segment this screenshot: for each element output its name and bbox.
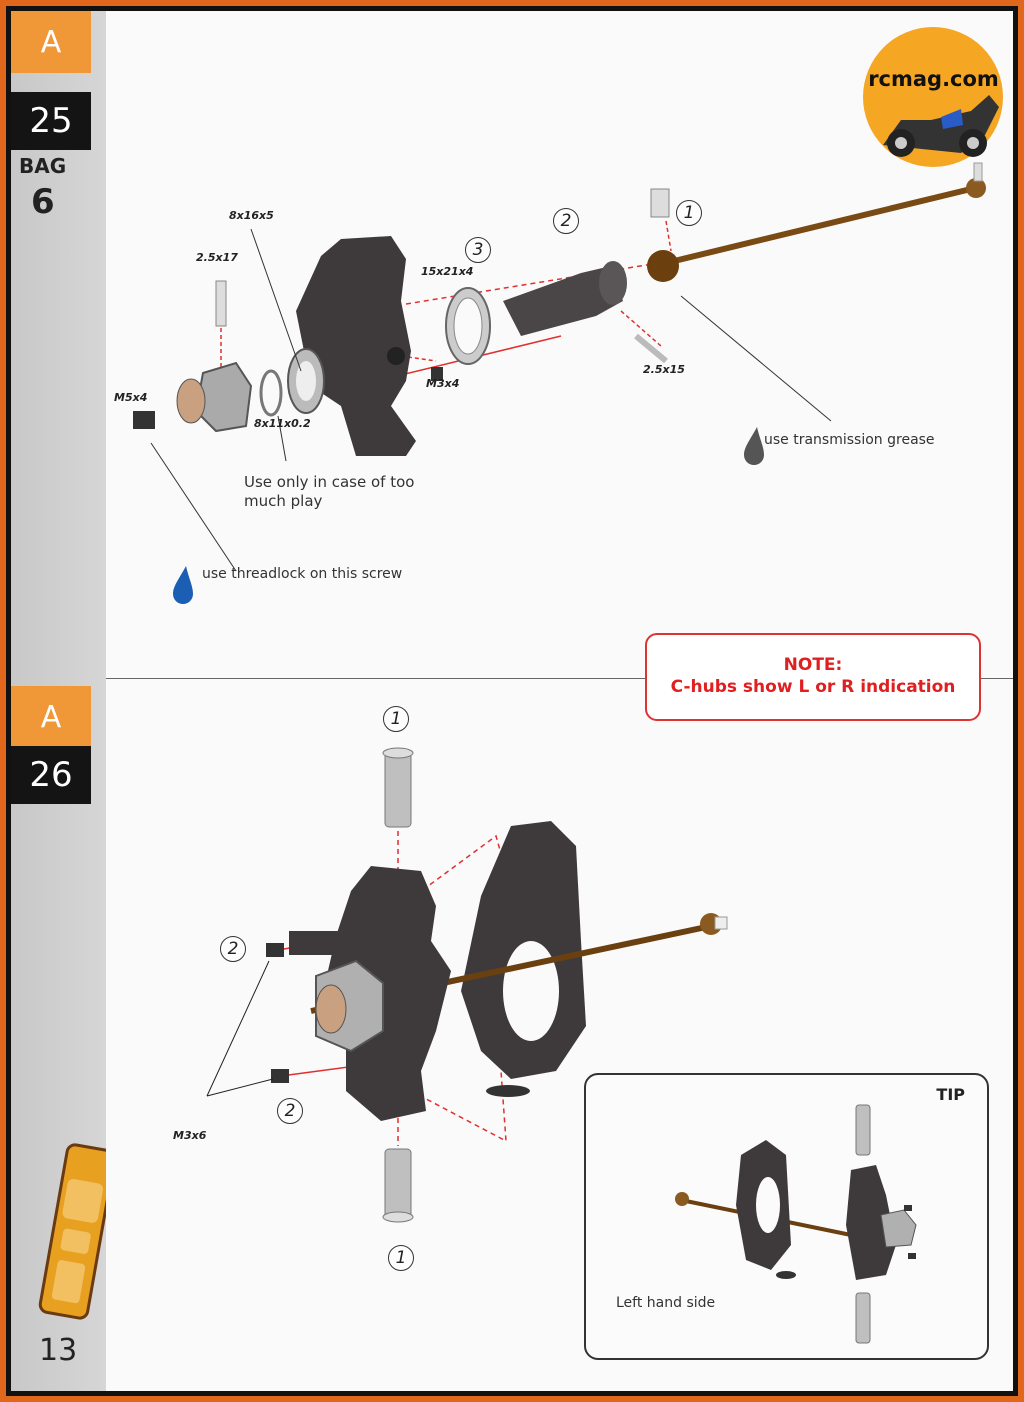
label-8x11x0-2: 8x11x0.2 xyxy=(254,417,311,430)
tip-title: TIP xyxy=(936,1085,965,1104)
step-letter-a-26: A xyxy=(11,686,91,748)
label-2-5x17: 2.5x17 xyxy=(196,251,238,264)
tip-box: TIP Left hand side xyxy=(584,1073,989,1360)
manual-page: A 25 BAG 6 A 26 13 rcmag.com xyxy=(11,11,1013,1391)
label-m3x6: M3x6 xyxy=(173,1129,207,1142)
step-number-26: 26 xyxy=(11,746,91,804)
callout-26-1-top: 1 xyxy=(383,706,409,732)
grease-drop-icon xyxy=(744,427,764,465)
note-title: NOTE: xyxy=(783,655,843,675)
callout-2: 2 xyxy=(553,208,579,234)
note-too-much-play: Use only in case of too much play xyxy=(244,473,415,510)
sidebar: A 25 BAG 6 A 26 13 xyxy=(11,11,106,1391)
step-25-diagram xyxy=(133,162,986,604)
label-2-5x15: 2.5x15 xyxy=(643,363,685,376)
threadlock-drop-icon xyxy=(173,566,193,604)
label-m5x4: M5x4 xyxy=(114,391,148,404)
step-divider xyxy=(106,678,1013,679)
callout-1: 1 xyxy=(676,200,702,226)
label-8x16x5: 8x16x5 xyxy=(229,209,274,222)
label-15x21x4: 15x21x4 xyxy=(421,265,474,278)
step-letter-a-25: A xyxy=(11,11,91,73)
rcmag-logo: rcmag.com xyxy=(861,25,1006,170)
page-number: 13 xyxy=(39,1333,78,1368)
callout-26-2-upper: 2 xyxy=(220,936,246,962)
tip-caption: Left hand side xyxy=(616,1295,716,1311)
tip-diagram xyxy=(675,1104,917,1344)
callout-26-2-lower: 2 xyxy=(277,1098,303,1124)
step-number-25: 25 xyxy=(11,92,91,150)
bag-label: BAG xyxy=(19,154,67,178)
note-box: NOTE: C-hubs show L or R indication xyxy=(645,633,981,721)
note-grease: use transmission grease xyxy=(764,432,935,448)
callout-3: 3 xyxy=(465,237,491,263)
note-threadlock: use threadlock on this screw xyxy=(202,566,403,582)
model-logo-icon xyxy=(38,1143,106,1320)
callout-26-1-bottom: 1 xyxy=(388,1245,414,1271)
note-text: C-hubs show L or R indication xyxy=(670,677,956,697)
bag-number: 6 xyxy=(31,182,55,222)
logo-name: rcmag.com xyxy=(868,67,999,91)
label-m3x4: M3x4 xyxy=(426,377,460,390)
